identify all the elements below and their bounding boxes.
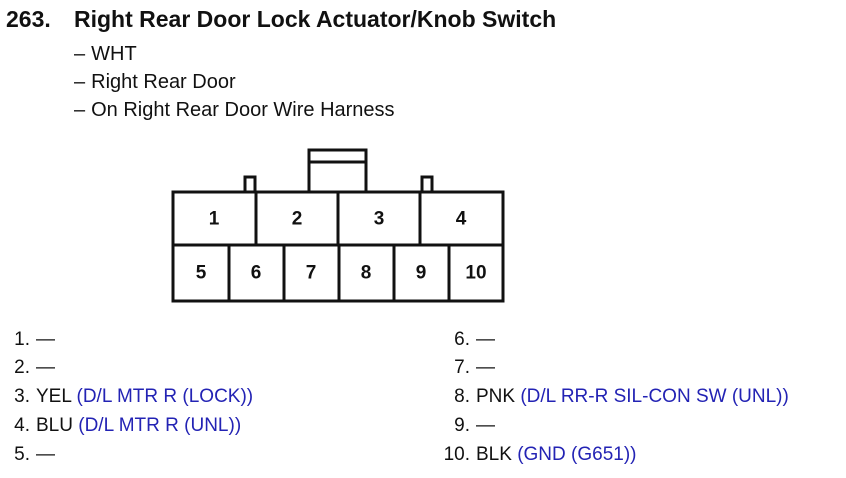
pin-cell-7: 7 — [306, 263, 317, 284]
connector-tab-right — [420, 175, 434, 194]
pin-cell-9: 9 — [416, 263, 427, 284]
pin-cell-3: 3 — [374, 209, 385, 230]
connector-tab-left — [243, 175, 257, 194]
pin-entry-8: 8.PNK (D/L RR-R SIL-CON SW (UNL)) — [454, 386, 789, 407]
detail-location: –Right Rear Door — [74, 71, 236, 93]
detail-harness: –On Right Rear Door Wire Harness — [74, 99, 395, 121]
pin-entry-9: 9.— — [454, 415, 495, 436]
detail-color: –WHT — [74, 43, 137, 65]
pin-entry-3: 3.YEL (D/L MTR R (LOCK)) — [14, 386, 254, 407]
pin-entry-1: 1.— — [14, 329, 55, 350]
pin-entry-6: 6.— — [454, 329, 495, 350]
connector-number: 263. — [6, 6, 51, 32]
page-title: 263. Right Rear Door Lock Actuator/Knob S… — [6, 6, 556, 33]
connector-key — [307, 148, 368, 194]
pin-cell-6: 6 — [251, 263, 262, 284]
pin-cell-10: 10 — [465, 263, 486, 284]
pin-cell-4: 4 — [456, 209, 467, 230]
connector-name: Right Rear Door Lock Actuator/Knob Switc… — [74, 6, 557, 32]
pin-cell-8: 8 — [361, 263, 372, 284]
pin-entry-5: 5.— — [14, 444, 55, 465]
pin-entry-4: 4.BLU (D/L MTR R (UNL)) — [14, 415, 242, 436]
pin-entry-10: 10.BLK (GND (G651)) — [443, 444, 637, 465]
pin-cell-2: 2 — [292, 209, 303, 230]
pin-cell-1: 1 — [209, 209, 220, 230]
pin-cell-5: 5 — [196, 263, 207, 284]
pin-entry-7: 7.— — [454, 357, 495, 378]
pin-entry-2: 2.— — [14, 357, 55, 378]
